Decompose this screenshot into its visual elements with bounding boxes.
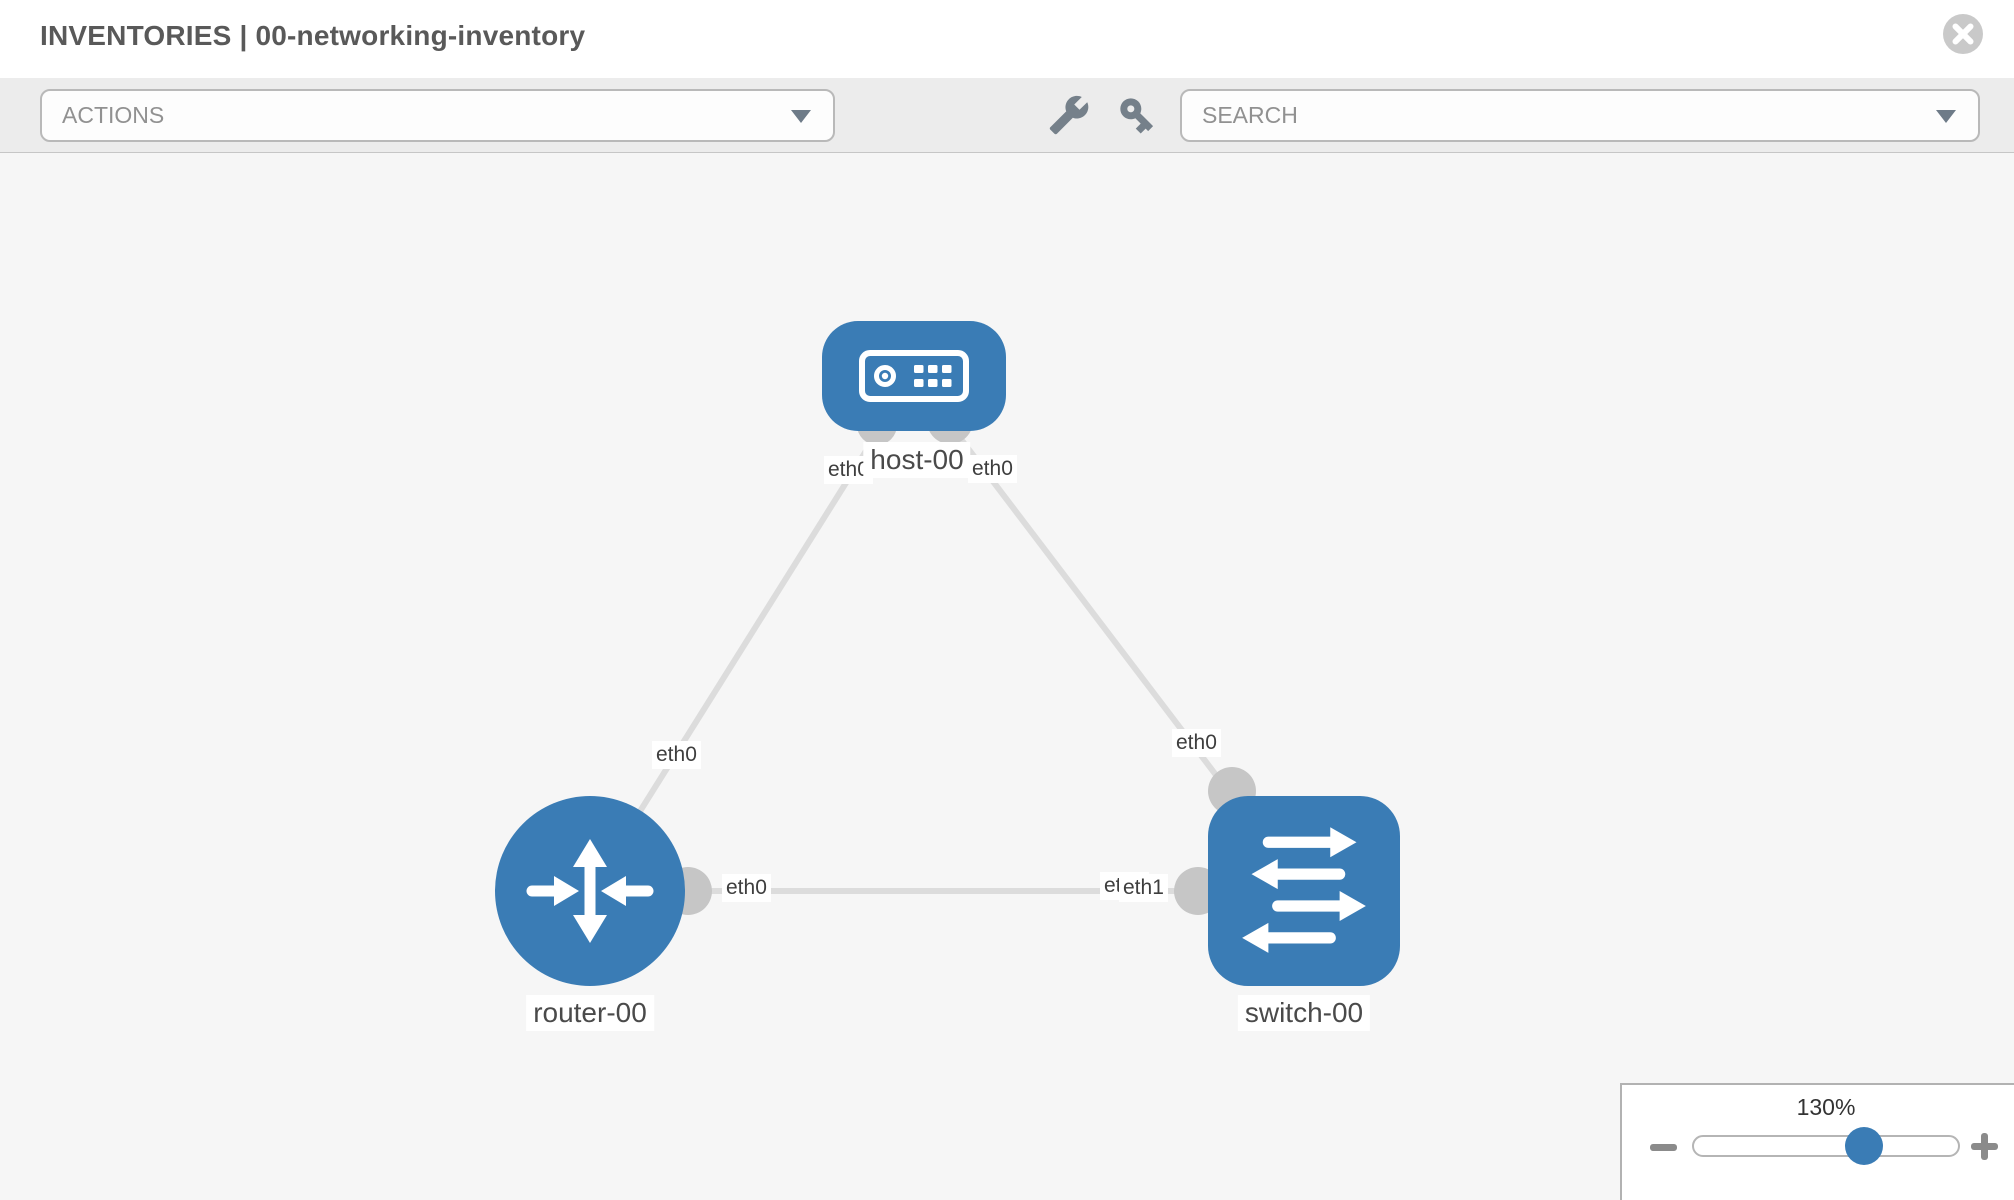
interface-label: eth1	[1119, 874, 1168, 902]
wrench-button[interactable]	[1048, 94, 1090, 136]
topology-canvas[interactable]: eth0 eth0 eth0 eth0 eth0 eth1 eth1 host-…	[0, 153, 2014, 1200]
header: INVENTORIES | 00-networking-inventory	[0, 0, 2014, 78]
node-switch-00[interactable]	[1208, 796, 1400, 986]
zoom-control-panel: 130%	[1620, 1083, 2014, 1200]
zoom-slider-track[interactable]	[1692, 1135, 1960, 1157]
node-label-switch: switch-00	[1237, 995, 1371, 1031]
toolbar: ACTIONS SEARCH	[0, 78, 2014, 153]
node-router-00[interactable]	[495, 796, 685, 986]
interface-label: eth0	[652, 741, 701, 769]
close-icon	[1943, 14, 1983, 54]
node-label-router: router-00	[526, 995, 654, 1031]
key-icon	[1120, 98, 1154, 134]
host-icon	[859, 350, 969, 402]
zoom-in-icon[interactable]	[1971, 1133, 1998, 1160]
topology-links-layer	[587, 374, 1307, 915]
search-dropdown-label: SEARCH	[1202, 102, 1298, 128]
interface-label: eth0	[1172, 729, 1221, 757]
actions-dropdown-label: ACTIONS	[62, 102, 165, 128]
actions-dropdown[interactable]: ACTIONS	[40, 89, 835, 142]
close-button[interactable]	[1942, 13, 1984, 55]
interface-label: eth0	[968, 455, 1017, 483]
key-button[interactable]	[1116, 94, 1158, 136]
search-dropdown[interactable]: SEARCH	[1180, 89, 1980, 142]
zoom-slider-thumb[interactable]	[1845, 1127, 1883, 1165]
zoom-level-value: 130%	[1796, 1094, 1856, 1120]
node-label-host: host-00	[863, 442, 971, 478]
chevron-down-icon	[791, 109, 811, 123]
chevron-down-icon	[1936, 109, 1956, 123]
page-title: INVENTORIES | 00-networking-inventory	[40, 20, 586, 51]
zoom-out-icon[interactable]	[1650, 1144, 1677, 1151]
interface-label: eth0	[722, 874, 771, 902]
node-host-00[interactable]	[822, 321, 1006, 431]
switch-icon	[1242, 827, 1366, 953]
wrench-icon	[1049, 95, 1089, 135]
router-icon	[526, 839, 654, 943]
